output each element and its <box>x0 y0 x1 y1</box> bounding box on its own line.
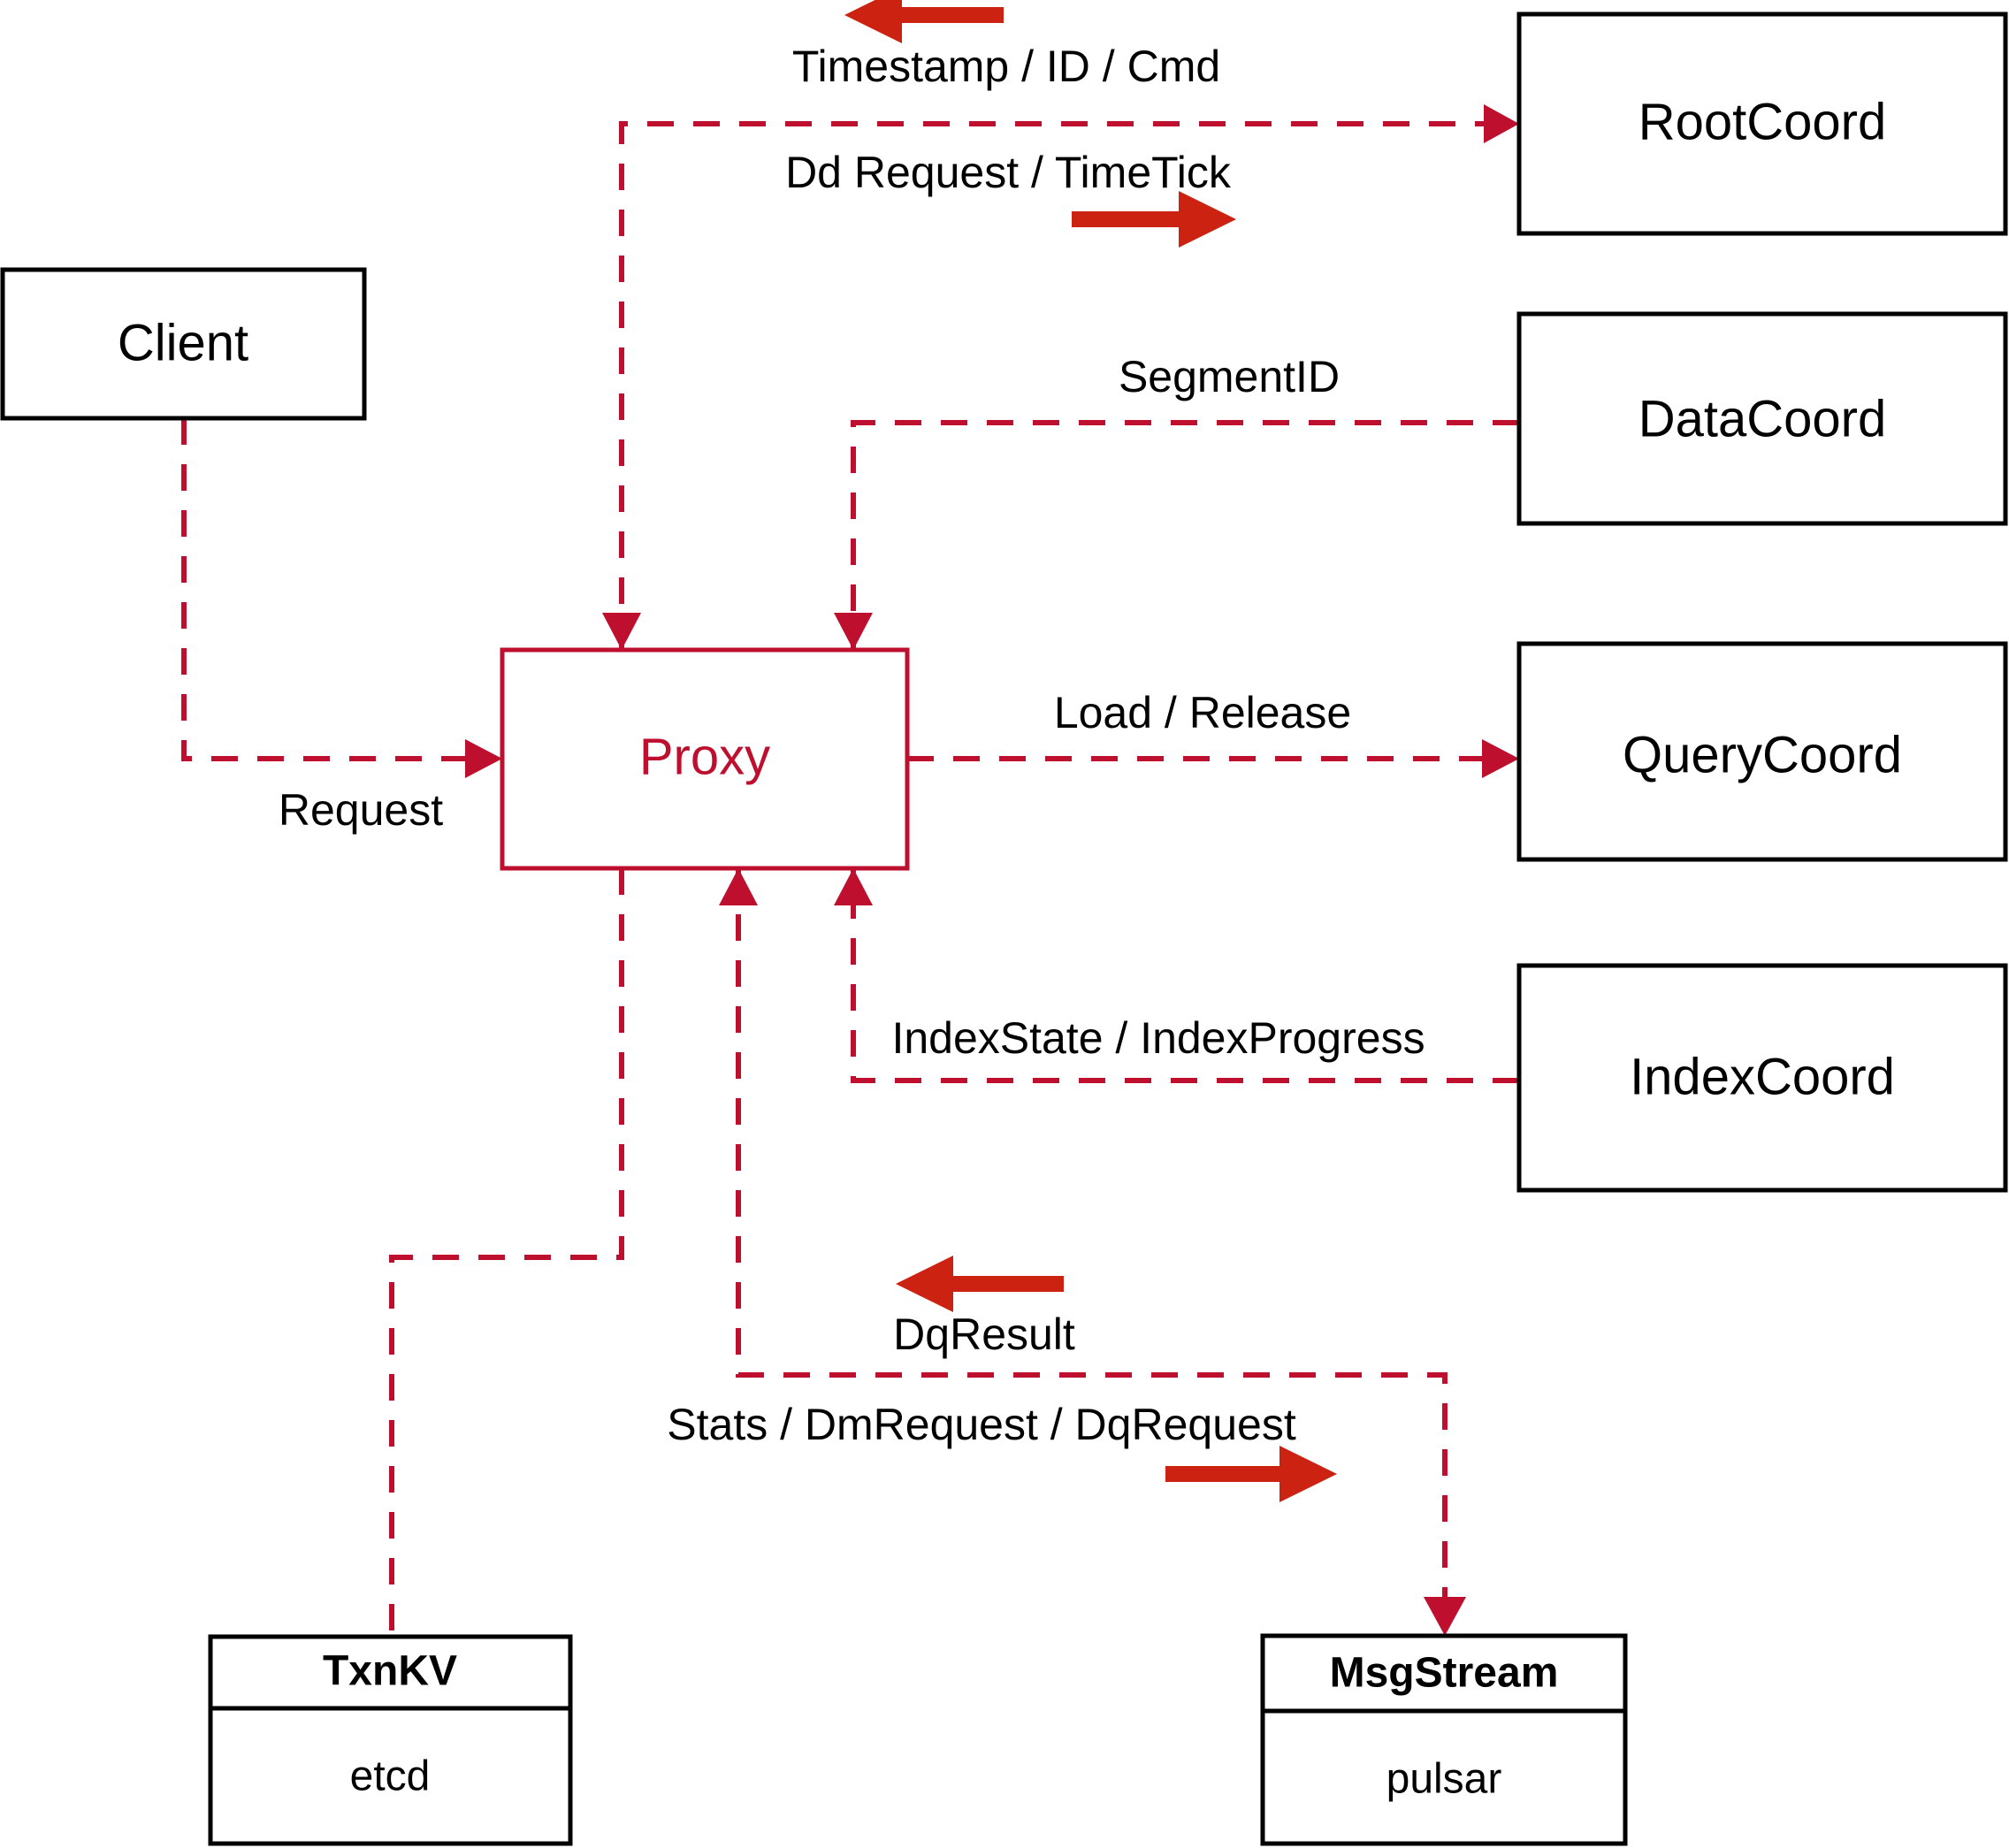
edge-client-proxy <box>181 418 502 778</box>
edge-proxy-rootcoord <box>602 104 1519 650</box>
node-proxy[interactable]: Proxy <box>500 647 910 871</box>
node-root-coord[interactable]: RootCoord <box>1516 11 2008 236</box>
arrow-shaft <box>1072 211 1204 227</box>
rootcoord-label: RootCoord <box>1639 93 1886 150</box>
node-data-coord[interactable]: DataCoord <box>1516 311 2008 526</box>
edge-label-stats-dm-dq-request: Stats / DmRequest / DqRequest <box>667 1400 1296 1449</box>
edge-indexcoord-proxy <box>834 868 1519 1083</box>
edge-line <box>619 121 1507 650</box>
bold-arrow-stats-right <box>1165 1446 1337 1502</box>
rootcoord-box[interactable] <box>1516 11 2008 236</box>
arrow-head-left <box>844 0 902 43</box>
edge-label-timestamp-id-cmd: Timestamp / ID / Cmd <box>792 42 1220 91</box>
client-label: Client <box>118 314 248 371</box>
edge-datacoord-proxy <box>834 420 1519 650</box>
datacoord-box[interactable] <box>1516 311 2008 526</box>
bold-arrow-dqresult-left <box>896 1256 1064 1312</box>
arrowhead-up <box>719 868 758 905</box>
arrowhead-down <box>602 613 641 650</box>
msgstream-body-label: pulsar <box>1386 1756 1502 1803</box>
arrowhead-right <box>1484 104 1519 143</box>
edge-line <box>736 868 1448 1623</box>
node-client[interactable]: Client <box>0 267 367 421</box>
arrow-shaft <box>871 7 1004 23</box>
querycoord-box[interactable] <box>1516 641 2008 862</box>
node-query-coord[interactable]: QueryCoord <box>1516 641 2008 862</box>
edge-label-request: Request <box>279 785 443 835</box>
txnkv-body-label: etcd <box>350 1753 431 1800</box>
edge-label-dq-result: DqResult <box>893 1310 1075 1359</box>
edge-label-load-release: Load / Release <box>1054 688 1351 737</box>
edge-proxy-msgstream <box>719 868 1466 1636</box>
arrowhead-down <box>1424 1597 1466 1636</box>
arrow-shaft <box>922 1276 1064 1292</box>
msgstream-box[interactable] <box>1260 1633 1628 1846</box>
node-index-coord[interactable]: IndexCoord <box>1516 963 2008 1193</box>
msgstream-header-label: MsgStream <box>1330 1650 1559 1697</box>
txnkv-box[interactable] <box>208 1634 573 1846</box>
edge-line <box>851 420 1519 650</box>
datacoord-label: DataCoord <box>1639 390 1886 447</box>
indexcoord-box[interactable] <box>1516 963 2008 1193</box>
proxy-box[interactable] <box>500 647 910 871</box>
client-box[interactable] <box>0 267 367 421</box>
txnkv-header-label: TxnKV <box>323 1648 457 1695</box>
querycoord-label: QueryCoord <box>1623 726 1902 783</box>
arrow-head-right <box>1279 1446 1337 1502</box>
edge-proxy-querycoord <box>907 739 1519 778</box>
edge-label-dd-request-timetick: Dd Request / TimeTick <box>785 148 1232 197</box>
proxy-label: Proxy <box>639 728 770 785</box>
arrow-head-left <box>896 1256 953 1312</box>
bold-arrow-ddrequest-right <box>1072 191 1236 248</box>
edge-label-segment-id: SegmentID <box>1119 352 1340 401</box>
arrow-shaft <box>1165 1466 1307 1482</box>
node-txnkv[interactable]: TxnKV etcd <box>208 1634 573 1846</box>
arrowhead-right <box>465 739 502 778</box>
edge-label-index-state-progress: IndexState / IndexProgress <box>891 1013 1425 1063</box>
arrow-head-right <box>1179 191 1236 248</box>
edge-line <box>851 868 1519 1083</box>
arrowhead-up <box>834 868 873 905</box>
indexcoord-label: IndexCoord <box>1630 1048 1895 1105</box>
arrowhead-down <box>834 613 873 650</box>
edge-proxy-txnkv <box>389 868 624 1637</box>
arrowhead-right <box>1482 739 1519 778</box>
edge-line <box>389 868 624 1637</box>
node-msgstream[interactable]: MsgStream pulsar <box>1260 1633 1628 1846</box>
edge-line <box>181 418 490 761</box>
bold-arrow-timestamp-left <box>844 0 1004 43</box>
